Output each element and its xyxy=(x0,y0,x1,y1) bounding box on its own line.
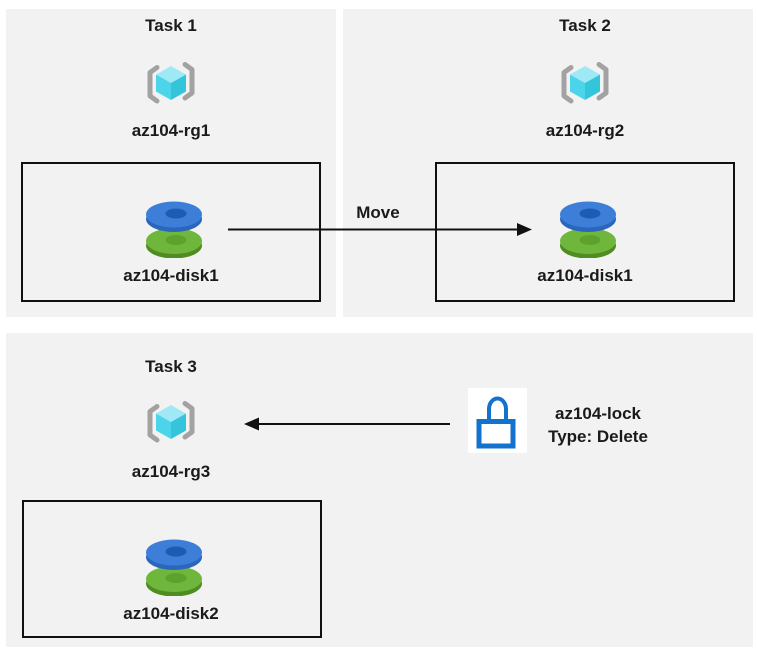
task3-panel: Task 3 az104-rg3 az104-disk2 az104-lock … xyxy=(6,333,753,647)
task1-title: Task 1 xyxy=(145,16,197,35)
resource-group-icon xyxy=(142,395,200,449)
resource-group-label: az104-rg3 xyxy=(131,462,211,481)
disk-icon xyxy=(560,201,616,258)
lock-name: az104-lock xyxy=(555,404,641,423)
task1-panel: Task 1 az104-rg1 az104-disk1 xyxy=(6,9,336,317)
disk-label: az104-disk2 xyxy=(123,604,219,623)
disk-label: az104-disk1 xyxy=(537,266,633,285)
lock-caption: az104-lock Type: Delete xyxy=(488,402,708,448)
task2-panel: Task 2 az104-rg2 az104-disk1 xyxy=(343,9,753,317)
resource-group-label: az104-rg2 xyxy=(545,121,625,140)
task3-disk-box xyxy=(22,500,322,638)
move-arrow-label: Move xyxy=(356,203,400,222)
disk-icon xyxy=(146,539,202,596)
task2-disk-box xyxy=(435,162,735,302)
resource-group-icon xyxy=(556,56,614,110)
disk-icon xyxy=(146,201,202,258)
resource-group-icon xyxy=(142,56,200,110)
resource-group-label: az104-rg1 xyxy=(131,121,211,140)
lock-type: Type: Delete xyxy=(548,427,648,446)
task1-disk-box xyxy=(21,162,321,302)
disk-label: az104-disk1 xyxy=(123,266,219,285)
task3-title: Task 3 xyxy=(145,357,197,376)
lock-tile xyxy=(468,388,527,453)
task2-title: Task 2 xyxy=(559,16,611,35)
